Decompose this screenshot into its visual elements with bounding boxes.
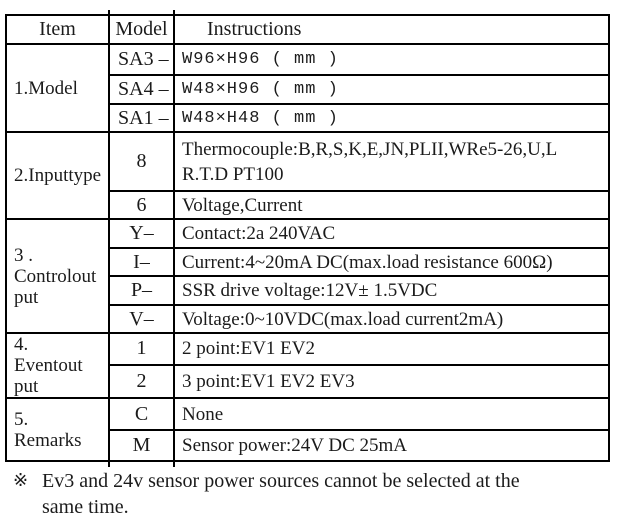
model-code: Y– — [108, 218, 175, 249]
instruction-text: 2 point:EV1 EV2 — [173, 332, 610, 366]
instruction-text: 3 point:EV1 EV2 EV3 — [173, 363, 610, 400]
table-row: 1.Model SA3 – W96×H96 ( mm ) — [5, 43, 610, 133]
table-border-stub — [173, 461, 175, 467]
table-row: V– Voltage:0~10VDC(max.load current2mA) — [6, 304, 610, 334]
footnote: ※ Ev3 and 24v sensor power sources canno… — [13, 468, 520, 519]
instruction-text: Voltage,Current — [173, 190, 610, 220]
instruction-text: Contact:2a 240VAC — [173, 218, 610, 249]
table-row: 2.Inputtype 8 Thermocouple:B,R,S,K,E,JN,… — [5, 131, 610, 220]
instruction-text: None — [173, 397, 610, 431]
instruction-text: Current:4~20mA DC(max.load resistance 60… — [173, 247, 610, 277]
model-code: 8 — [108, 131, 175, 192]
model-code: 2 — [108, 363, 175, 400]
table-border-stub — [108, 461, 110, 467]
header-row: Item Model Instructions — [5, 14, 610, 45]
item-label-inputtype: 2.Inputtype — [5, 131, 110, 220]
instruction-text: W48×H96 ( mm ) — [173, 74, 610, 105]
table-border-stub — [173, 10, 175, 15]
model-code: 6 — [108, 190, 175, 220]
table-row: 4. Eventout put 1 2 point:EV1 EV2 — [5, 332, 610, 399]
col-header-instructions: Instructions — [173, 14, 610, 45]
model-code: V– — [108, 304, 175, 334]
item-label-controloutput: 3 . Controlout put — [5, 218, 110, 334]
instruction-text: Voltage:0~10VDC(max.load current2mA) — [173, 304, 610, 334]
model-code: SA3 – — [108, 43, 175, 76]
col-header-model: Model — [108, 14, 175, 45]
table-row: 2 3 point:EV1 EV2 EV3 — [6, 363, 610, 400]
table-row: P– SSR drive voltage:12V± 1.5VDC — [6, 275, 610, 306]
table-row: SA4 – W48×H96 ( mm ) — [6, 74, 610, 105]
col-header-item: Item — [5, 14, 110, 45]
table-border-stub — [108, 10, 110, 15]
item-label-remarks: 5. Remarks — [5, 397, 110, 462]
instruction-text: Thermocouple:B,R,S,K,E,JN,PLII,WRe5-26,U… — [173, 131, 610, 192]
item-label-eventoutput: 4. Eventout put — [5, 332, 110, 399]
instruction-text: SSR drive voltage:12V± 1.5VDC — [173, 275, 610, 306]
model-selection-table-wrap: Item Model Instructions 1.Model SA3 – W9… — [5, 10, 610, 467]
table-row: 5. Remarks C None — [5, 397, 610, 462]
instruction-text: W48×H48 ( mm ) — [173, 103, 610, 133]
table-row: I– Current:4~20mA DC(max.load resistance… — [6, 247, 610, 277]
table-row: 6 Voltage,Current — [6, 190, 610, 220]
item-label-model: 1.Model — [5, 43, 110, 133]
table-row: 3 . Controlout put Y– Contact:2a 240VAC — [5, 218, 610, 334]
instruction-text: Sensor power:24V DC 25mA — [173, 429, 610, 462]
table-row: M Sensor power:24V DC 25mA — [6, 429, 610, 462]
model-code: 1 — [108, 332, 175, 366]
model-selection-table: Item Model Instructions 1.Model SA3 – W9… — [5, 14, 610, 462]
model-code: I– — [108, 247, 175, 277]
model-code: P– — [108, 275, 175, 306]
table-row: SA1 – W48×H48 ( mm ) — [6, 103, 610, 133]
footnote-text: Ev3 and 24v sensor power sources cannot … — [42, 470, 520, 518]
instruction-text: W96×H96 ( mm ) — [173, 43, 610, 76]
model-code: SA1 – — [108, 103, 175, 133]
model-code: C — [108, 397, 175, 431]
model-code: M — [108, 429, 175, 462]
model-code: SA4 – — [108, 74, 175, 105]
reference-mark-icon: ※ — [13, 470, 29, 491]
